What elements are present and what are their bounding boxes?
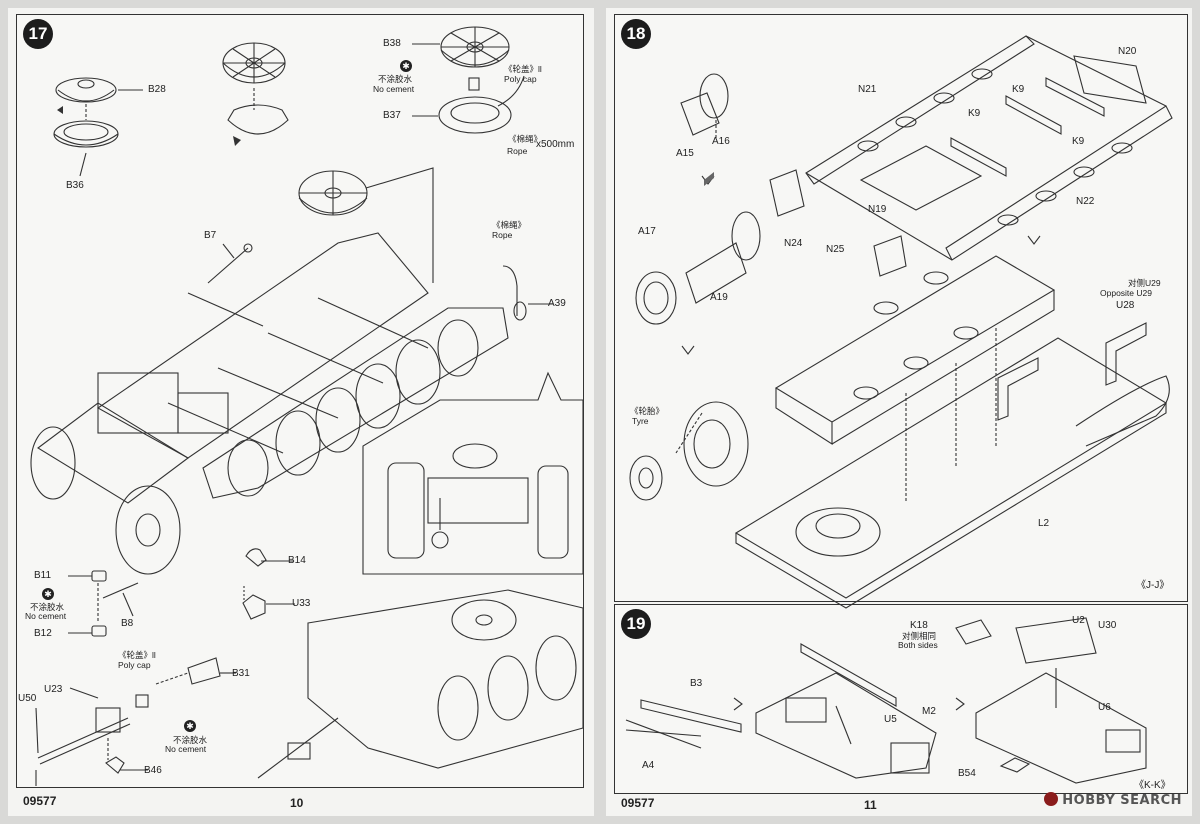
label-no-cement-cn-2: 不涂胶水 xyxy=(30,602,65,612)
label-u2: U2 xyxy=(1072,615,1085,626)
hobby-search-logo-icon xyxy=(1044,792,1059,806)
label-tyre: Tyre xyxy=(632,416,649,426)
label-poly-cap-cn-2: 《轮盖》ll xyxy=(118,650,156,660)
label-a39: A39 xyxy=(548,298,566,309)
label-a16: A16 xyxy=(712,136,730,147)
label-n24: N24 xyxy=(784,238,803,249)
label-b37: B37 xyxy=(383,110,401,121)
label-k9-c: K9 xyxy=(1072,136,1085,147)
label-k9-a: K9 xyxy=(1012,84,1025,95)
step-17-badge: 17 xyxy=(23,19,53,49)
label-no-cement-2: No cement xyxy=(25,611,67,621)
label-a17: A17 xyxy=(638,226,656,237)
label-u6: U6 xyxy=(1098,702,1111,713)
label-rope-cn-mid: 《棉绳》 xyxy=(492,220,527,230)
label-opposite-cn: 对侧U29 xyxy=(1128,278,1161,288)
label-b54: B54 xyxy=(958,768,976,779)
label-tyre-cn: 《轮胎》 xyxy=(630,406,665,416)
label-b31: B31 xyxy=(232,668,250,679)
label-both-sides: Both sides xyxy=(898,640,938,650)
kit-number-right: 09577 xyxy=(621,796,655,810)
right-page: 18 19 xyxy=(606,8,1192,816)
step-19-badge: 19 xyxy=(621,609,651,639)
label-poly-cap-cn: 《轮盖》ll xyxy=(504,64,542,74)
label-no-cement-3: No cement xyxy=(165,744,207,754)
label-poly-cap-2: Poly cap xyxy=(118,660,151,670)
label-view-jj: 《J-J》 xyxy=(1136,580,1170,591)
label-u28: U28 xyxy=(1116,300,1135,311)
label-b38: B38 xyxy=(383,38,401,49)
label-b14: B14 xyxy=(288,555,306,566)
label-rope-length: x500mm xyxy=(536,139,575,150)
label-n20: N20 xyxy=(1118,46,1137,57)
watermark-text: HOBBY SEARCH xyxy=(1062,793,1182,808)
page-number-right: 11 xyxy=(864,798,877,812)
label-a19: A19 xyxy=(710,292,728,303)
label-view-kk: 《K-K》 xyxy=(1134,780,1171,791)
label-no-cement: No cement xyxy=(373,84,415,94)
label-poly-cap: Poly cap xyxy=(504,74,537,84)
left-page: 17 xyxy=(8,8,594,816)
step-18-frame xyxy=(614,14,1188,602)
label-b7: B7 xyxy=(204,230,217,241)
label-b12: B12 xyxy=(34,628,52,639)
step-17-frame xyxy=(16,14,584,788)
label-u30: U30 xyxy=(1098,620,1117,631)
label-n19: N19 xyxy=(868,204,887,215)
label-rope-cn-top: 《棉绳》 xyxy=(508,134,543,144)
label-b11: B11 xyxy=(34,570,52,581)
label-b28: B28 xyxy=(148,84,166,95)
label-no-cement-cn-3: 不涂胶水 xyxy=(173,735,208,745)
label-k18: K18 xyxy=(910,620,928,631)
step-17-illustration xyxy=(30,26,584,786)
label-u23: U23 xyxy=(44,684,63,695)
label-u33: U33 xyxy=(292,598,311,609)
label-no-cement-cn: 不涂胶水 xyxy=(378,74,413,84)
label-a4: A4 xyxy=(642,760,655,771)
no-cement-icon: ✱ xyxy=(400,60,412,72)
label-k9-b: K9 xyxy=(968,108,981,119)
label-n21: N21 xyxy=(858,84,877,95)
label-b36: B36 xyxy=(66,180,84,191)
label-a15: A15 xyxy=(676,148,694,159)
label-b3: B3 xyxy=(690,678,703,689)
label-opposite-u29: Opposite U29 xyxy=(1100,288,1152,298)
label-b8: B8 xyxy=(121,618,134,629)
label-both-sides-cn: 对侧相同 xyxy=(902,631,937,641)
label-rope-top: Rope xyxy=(507,146,528,156)
label-u50: U50 xyxy=(18,693,37,704)
label-u5: U5 xyxy=(884,714,897,725)
watermark: HOBBY SEARCH xyxy=(1044,792,1182,808)
no-cement-icon-3: ✱ xyxy=(184,720,196,732)
no-cement-icon-2: ✱ xyxy=(42,588,54,600)
steps-18-19-illustration xyxy=(625,35,1173,784)
label-l2: L2 xyxy=(1038,518,1050,529)
step-18-badge: 18 xyxy=(621,19,651,49)
label-rope-mid: Rope xyxy=(492,230,513,240)
page-number-left: 10 xyxy=(290,796,304,810)
label-m2: M2 xyxy=(922,706,936,717)
label-n25: N25 xyxy=(826,244,845,255)
label-n22: N22 xyxy=(1076,196,1095,207)
kit-number-left: 09577 xyxy=(23,794,57,808)
label-b46: B46 xyxy=(144,765,162,776)
